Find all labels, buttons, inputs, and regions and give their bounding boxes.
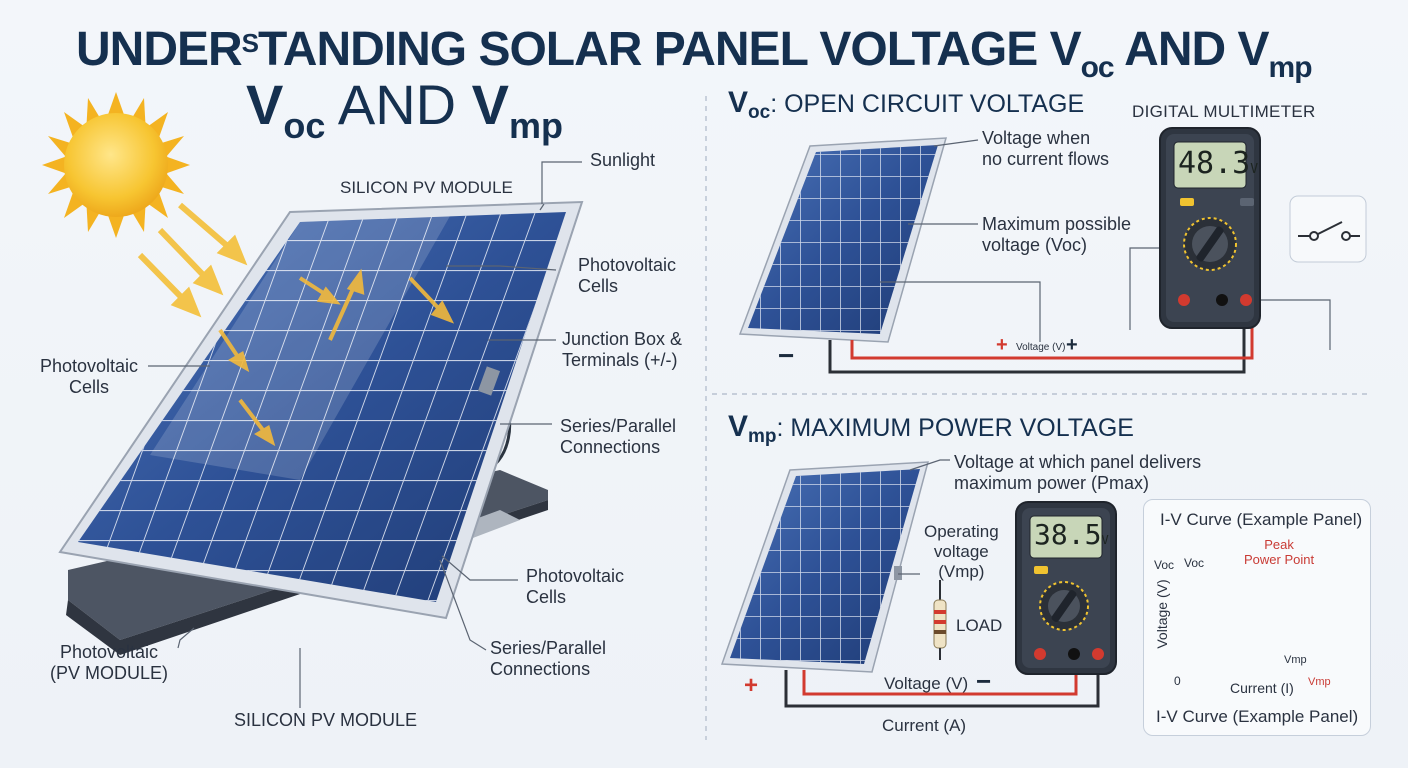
voc-wire-plus: + <box>1066 334 1078 356</box>
iv-voc-tick: Voc <box>1154 558 1175 572</box>
iv-title-top: I-V Curve (Example Panel) <box>1160 510 1363 529</box>
multimeter-title: DIGITAL MULTIMETER <box>1132 102 1316 121</box>
vmp-minus-sign: − <box>976 666 992 696</box>
load-resistor <box>933 580 947 660</box>
voc-minus-sign: − <box>778 340 795 371</box>
large-solar-panel <box>58 200 584 620</box>
vmp-heading: Vmp: MAXIMUM POWER VOLTAGE <box>728 410 1134 447</box>
iv-voc-curve-label: Voc <box>1184 556 1205 570</box>
label-junction-box: Junction Box &Terminals (+/-) <box>562 329 683 370</box>
iv-curve-panel <box>1143 499 1371 736</box>
switch-icon <box>1289 195 1367 263</box>
vmp-voltage-label: Voltage (V) <box>884 674 969 693</box>
vmp-plus-sign: + <box>744 672 759 699</box>
voc-solar-panel <box>738 137 948 343</box>
sunlight-arrows <box>137 202 248 318</box>
sun-icon <box>42 92 190 238</box>
voc-plus-sign: + <box>996 334 1008 356</box>
voc-reading: 48.3V <box>1178 146 1259 181</box>
voc-multimeter <box>1159 127 1261 329</box>
iv-origin-label: 0 <box>1174 674 1181 688</box>
label-module-top: SILICON PV MODULE <box>340 178 513 197</box>
vmp-reading: 38.5V <box>1034 518 1109 551</box>
voc-wire-label: Voltage (V) <box>1016 342 1066 353</box>
label-module-bottom: SILICON PV MODULE <box>234 710 418 730</box>
iv-title-bottom: I-V Curve (Example Panel) <box>1156 707 1359 726</box>
label-sunlight: Sunlight <box>590 150 656 170</box>
iv-x-axis-label: Current (I) <box>1230 680 1294 696</box>
label-load: LOAD <box>956 616 1003 635</box>
vmp-solar-panel <box>720 461 929 673</box>
iv-y-axis-label: Voltage (V) <box>1154 579 1170 649</box>
label-pv-module: Photovoltaic(PV MODULE) <box>50 642 169 683</box>
page-title: UNDERSTANDING SOLAR PANEL VOLTAGE Voc AN… <box>76 23 1313 84</box>
photon-arrows <box>218 268 455 447</box>
page-subtitle: Voc AND Vmp <box>246 73 563 146</box>
vmp-current-label: Current (A) <box>882 716 967 735</box>
voc-heading: Voc: OPEN CIRCUIT VOLTAGE <box>728 86 1085 123</box>
vmp-multimeter <box>1015 501 1117 675</box>
iv-vmp-label: Vmp <box>1284 654 1307 666</box>
iv-vmp-tick: Vmp <box>1308 676 1331 688</box>
